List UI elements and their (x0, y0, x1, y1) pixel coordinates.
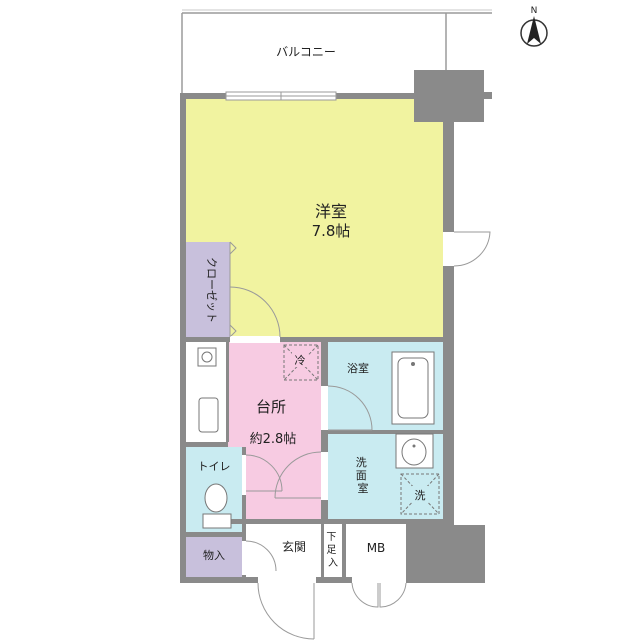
closet-label: クローゼット (205, 257, 218, 323)
entrance-label: 玄関 (282, 539, 306, 554)
north-arrow-icon (527, 16, 541, 44)
compass: N (520, 6, 548, 47)
meter-box (346, 524, 406, 577)
western-room-door (229, 286, 281, 343)
balcony-label: バルコニー (276, 45, 336, 59)
toilet-door (242, 454, 283, 495)
fridge-label: 冷 (295, 354, 306, 367)
toilet-label: トイレ (198, 460, 231, 473)
meter-box-label: MB (367, 541, 386, 555)
shoe-box-label: 下 足 入 (326, 532, 339, 569)
shoe-box-label-char-2: 足 (326, 544, 336, 556)
storage-label: 物入 (203, 548, 225, 562)
washer-space: 洗 (400, 473, 440, 515)
balcony: バルコニー (181, 9, 492, 94)
storage (186, 537, 242, 577)
kitchen-name: 台所 (256, 398, 286, 416)
fridge-space: 冷 (283, 344, 319, 381)
storage-door (242, 540, 277, 575)
washer-label: 洗 (415, 489, 426, 502)
washroom-label-char-2: 面 (356, 469, 367, 482)
washroom-label: 洗 面 室 (356, 456, 371, 495)
meter-box-doors (351, 577, 407, 608)
shoe-box-label-char-1: 下 (326, 532, 336, 543)
western-room-name: 洋室 (315, 202, 347, 221)
kitchen-size: 約2.8帖 (250, 432, 297, 447)
compass-north-label: N (531, 6, 538, 16)
kitchen-sink-icon (198, 397, 219, 433)
bath-label: 浴室 (347, 361, 369, 375)
bath-door (321, 385, 373, 431)
shoe-box (324, 524, 342, 577)
washroom-door (274, 451, 328, 500)
kitchen-counter (186, 342, 226, 442)
stove-icon (197, 347, 217, 367)
wash-basin-icon (395, 433, 434, 469)
front-door (257, 577, 316, 640)
side-window (443, 231, 491, 267)
washroom-label-char-1: 洗 (356, 456, 367, 469)
toilet-icon (202, 483, 232, 529)
washroom-label-char-3: 室 (358, 481, 369, 495)
western-room-size: 7.8帖 (312, 222, 351, 240)
bathtub-icon (391, 351, 435, 425)
closet (186, 242, 230, 337)
entrance (246, 524, 321, 577)
shoe-box-label-char-3: 入 (328, 558, 338, 569)
balcony-window (225, 91, 337, 101)
